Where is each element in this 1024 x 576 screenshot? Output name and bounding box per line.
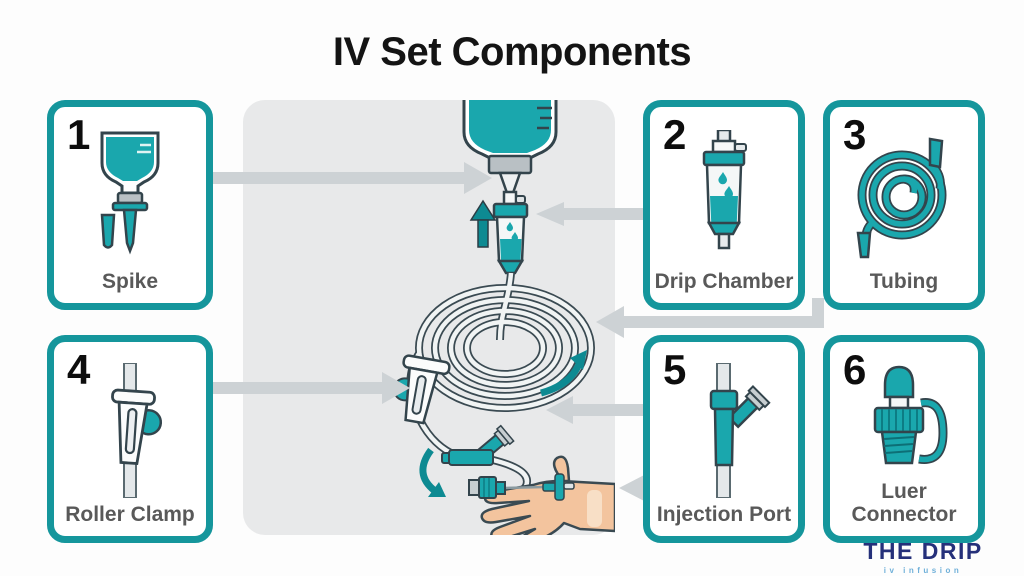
- spike-into-chamber: [498, 171, 526, 206]
- drip-chamber-center-icon: [492, 202, 529, 275]
- component-label: Luer Connector: [851, 479, 957, 526]
- injection-port-icon: [650, 356, 798, 504]
- component-number: 2: [663, 111, 687, 158]
- component-box-injection-port: 5 Injection Port: [643, 335, 805, 543]
- spike-icon: [54, 121, 206, 269]
- component-number: 5: [663, 346, 687, 393]
- page-title: IV Set Components: [332, 30, 692, 74]
- component-number: 4: [67, 346, 91, 393]
- component-label: Injection Port: [656, 502, 792, 526]
- drip-chamber-icon: [650, 121, 798, 269]
- iv-bottle-icon: [462, 100, 558, 175]
- flow-up-arrow: [469, 199, 497, 248]
- injection-port-center-icon: [441, 424, 515, 466]
- brand-logo: THE DRIP iv infusion: [848, 538, 998, 575]
- component-box-drip-chamber: 2 Drip Chamber: [643, 100, 805, 310]
- component-box-tubing: 3 Tubing: [823, 100, 985, 310]
- roller-clamp-icon: [54, 356, 206, 504]
- component-number: 6: [843, 346, 867, 393]
- component-number: 3: [843, 111, 867, 158]
- flow-direction-arrows: [419, 350, 587, 497]
- tubing-icon: [830, 121, 978, 269]
- component-label: Spike: [101, 269, 159, 293]
- component-box-luer-connector: 6 Luer Connector: [823, 335, 985, 543]
- component-label: Tubing: [869, 269, 939, 293]
- brand-tagline: iv infusion: [883, 566, 963, 575]
- component-box-roller-clamp: 4 Roller Clamp: [47, 335, 213, 543]
- iv-set-illustration: [392, 100, 615, 535]
- iv-set-illustration-panel: [243, 100, 615, 535]
- luer-connector-icon: [830, 356, 978, 504]
- brand-name: THE DRIP: [863, 538, 983, 564]
- component-number: 1: [67, 111, 91, 158]
- component-box-spike: 1 Spike: [47, 100, 213, 310]
- component-label: Drip Chamber: [654, 269, 794, 293]
- component-label: Roller Clamp: [65, 502, 195, 526]
- patient-hand: [480, 455, 615, 535]
- luer-connector-center-icon: [468, 476, 506, 499]
